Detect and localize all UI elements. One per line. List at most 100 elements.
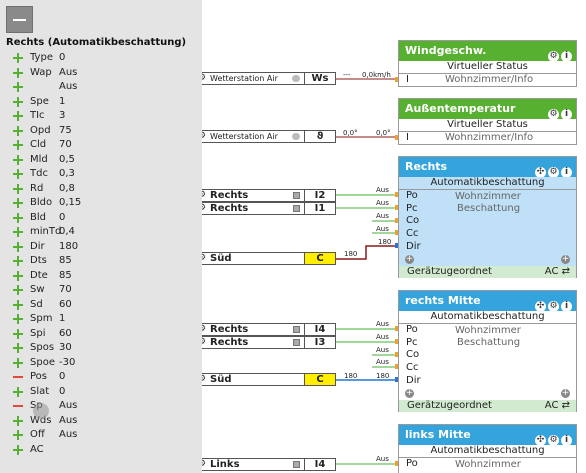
plus-icon[interactable] — [12, 341, 24, 355]
output-i1[interactable]: I1 — [304, 202, 336, 215]
node-sued-2[interactable]: ⚙ Süd C — [195, 373, 336, 386]
block-input-co[interactable]: Co — [406, 349, 420, 360]
gear-icon[interactable]: ⚙ — [198, 190, 207, 200]
plus-icon[interactable] — [12, 312, 24, 326]
output-i4[interactable]: I4 — [304, 323, 336, 336]
add-output-icon[interactable]: + — [561, 254, 570, 264]
block-input-i[interactable]: I — [406, 74, 409, 85]
gear-icon[interactable]: ⚙ — [198, 73, 207, 83]
block-header[interactable]: Außentemperatur ⚙i — [399, 99, 576, 120]
plus-icon[interactable] — [12, 385, 24, 399]
function-block-links-mitte[interactable]: links Mitte ✣⚙i Automatikbeschattung Po … — [398, 424, 577, 473]
plus-icon[interactable] — [12, 138, 24, 152]
info-icon[interactable]: i — [561, 167, 572, 178]
node-rechts-i1[interactable]: ⚙ Rechts I1 — [195, 202, 336, 215]
plus-icon[interactable] — [12, 211, 24, 225]
move-icon[interactable]: ✣ — [535, 435, 546, 446]
node-wetterstation-temp[interactable]: ⚙ Wetterstation Air ϑ — [195, 130, 336, 143]
block-input-pc[interactable]: Pc — [406, 337, 418, 348]
move-icon[interactable]: ✣ — [535, 301, 546, 312]
plus-icon[interactable] — [12, 51, 24, 65]
output-i3[interactable]: I3 — [304, 336, 336, 349]
output-i2[interactable]: I2 — [304, 189, 336, 202]
block-input-i[interactable]: I — [406, 132, 409, 143]
property-row[interactable]: Spoe-30 — [12, 356, 192, 370]
gear-icon[interactable]: ⚙ — [198, 324, 207, 334]
block-input-co[interactable]: Co — [406, 215, 420, 226]
block-footer-ac[interactable]: AC ⇄ — [544, 400, 570, 411]
block-input-po[interactable]: Po — [406, 190, 418, 201]
block-header[interactable]: Rechts ✣⚙i — [399, 157, 576, 178]
plus-icon[interactable] — [12, 298, 24, 312]
plus-icon[interactable] — [12, 80, 24, 94]
block-input-po[interactable]: Po — [406, 458, 418, 469]
move-icon[interactable]: ✣ — [535, 167, 546, 178]
plus-icon[interactable] — [12, 327, 24, 341]
block-input-pc[interactable]: Pc — [406, 203, 418, 214]
info-icon[interactable]: i — [561, 435, 572, 446]
gear-icon[interactable]: ⚙ — [198, 253, 207, 263]
property-row[interactable]: Aus — [12, 80, 192, 94]
add-input-icon[interactable]: + — [405, 254, 414, 264]
output-ws[interactable]: Ws — [304, 72, 336, 85]
gear-icon[interactable]: ⚙ — [548, 435, 559, 446]
output-i4[interactable]: I4 — [304, 458, 336, 471]
plus-icon[interactable] — [12, 66, 24, 80]
plus-icon[interactable] — [12, 153, 24, 167]
block-header[interactable]: rechts Mitte ✣⚙i — [399, 291, 576, 312]
plus-icon[interactable] — [12, 124, 24, 138]
plus-icon[interactable] — [12, 254, 24, 268]
collapse-panel-button[interactable] — [6, 6, 33, 33]
node-rechts-i4[interactable]: ⚙ Rechts I4 — [195, 323, 336, 336]
plus-icon[interactable] — [12, 414, 24, 428]
add-output-icon[interactable]: + — [561, 388, 570, 398]
gear-icon[interactable]: ⚙ — [198, 337, 207, 347]
plus-icon[interactable] — [12, 443, 24, 457]
plus-icon[interactable] — [12, 95, 24, 109]
gear-icon[interactable]: ⚙ — [198, 203, 207, 213]
plus-icon[interactable] — [12, 240, 24, 254]
info-icon[interactable]: i — [561, 109, 572, 120]
gear-icon[interactable]: ⚙ — [548, 301, 559, 312]
plus-icon[interactable] — [12, 196, 24, 210]
property-row[interactable]: AC — [12, 443, 192, 457]
block-input-po[interactable]: Po — [406, 324, 418, 335]
block-footer-ac[interactable]: AC ⇄ — [544, 266, 570, 277]
gear-icon[interactable]: ⚙ — [198, 131, 207, 141]
plus-icon[interactable] — [12, 167, 24, 181]
minus-icon[interactable] — [12, 370, 24, 384]
block-input-cc[interactable]: Cc — [406, 228, 419, 239]
block-input-dir[interactable]: Dir — [406, 375, 421, 386]
function-block-wind[interactable]: Windgeschw. ⚙i Virtueller Status I Wohnz… — [398, 40, 577, 87]
minus-icon[interactable] — [12, 399, 24, 413]
gear-icon[interactable]: ⚙ — [198, 459, 207, 469]
block-header[interactable]: links Mitte ✣⚙i — [399, 425, 576, 446]
gear-icon[interactable]: ⚙ — [548, 109, 559, 120]
node-links-i4[interactable]: ⚙ Links I4 — [195, 458, 336, 471]
node-rechts-i3[interactable]: ⚙ Rechts I3 — [195, 336, 336, 349]
node-wetterstation-ws[interactable]: ⚙ Wetterstation Air Ws — [195, 72, 336, 85]
plus-icon[interactable] — [12, 356, 24, 370]
node-rechts-i2[interactable]: ⚙ Rechts I2 — [195, 189, 336, 202]
node-sued-1[interactable]: ⚙ Süd C — [195, 252, 336, 265]
